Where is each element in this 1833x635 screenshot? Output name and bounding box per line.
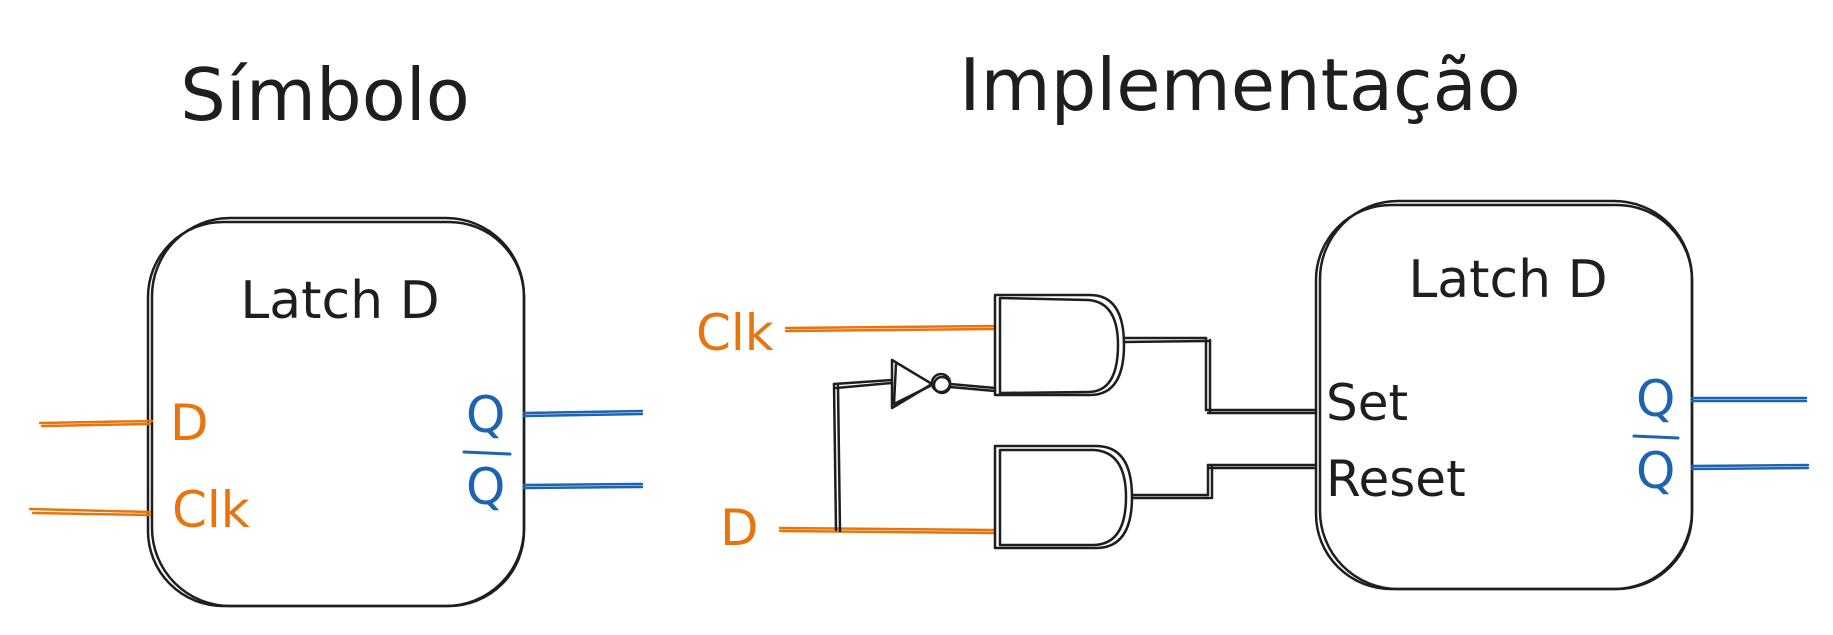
impl-qbar-overline <box>1632 434 1680 440</box>
symbol-clk-input-wire <box>28 507 152 517</box>
symbol-qbar-output-wire <box>522 482 644 490</box>
symbol-latch-label: Latch D <box>240 271 439 331</box>
impl-and-gate-bottom <box>993 444 1134 550</box>
symbol-d-label: D <box>170 394 209 452</box>
impl-and-gate-top <box>993 293 1126 397</box>
impl-not-output-wire <box>948 382 997 393</box>
impl-d-branch-wire <box>832 378 894 533</box>
symbol-q-output-wire <box>522 409 644 418</box>
symbol-q-label: Q <box>466 386 505 444</box>
symbol-qbar-overline <box>462 450 512 456</box>
impl-d-label: D <box>720 499 759 557</box>
impl-set-wire <box>1122 336 1318 415</box>
impl-reset-wire <box>1130 463 1318 500</box>
symbol-d-input-wire <box>38 419 154 428</box>
impl-d-wire <box>778 526 997 535</box>
title-implementation: Implementação <box>959 43 1521 127</box>
impl-reset-label: Reset <box>1326 450 1466 508</box>
impl-clk-wire <box>784 324 997 333</box>
impl-clk-label: Clk <box>696 304 774 362</box>
impl-q-output-wire <box>1690 396 1808 403</box>
impl-qbar-label: Q <box>1636 442 1675 500</box>
title-symbol: Símbolo <box>180 53 470 137</box>
impl-set-label: Set <box>1326 374 1408 432</box>
symbol-qbar-label: Q <box>466 458 505 516</box>
impl-not-gate <box>890 358 952 410</box>
impl-latch-label: Latch D <box>1408 250 1607 310</box>
impl-qbar-output-wire <box>1690 463 1810 471</box>
impl-q-label: Q <box>1636 370 1675 428</box>
symbol-clk-label: Clk <box>172 481 250 539</box>
